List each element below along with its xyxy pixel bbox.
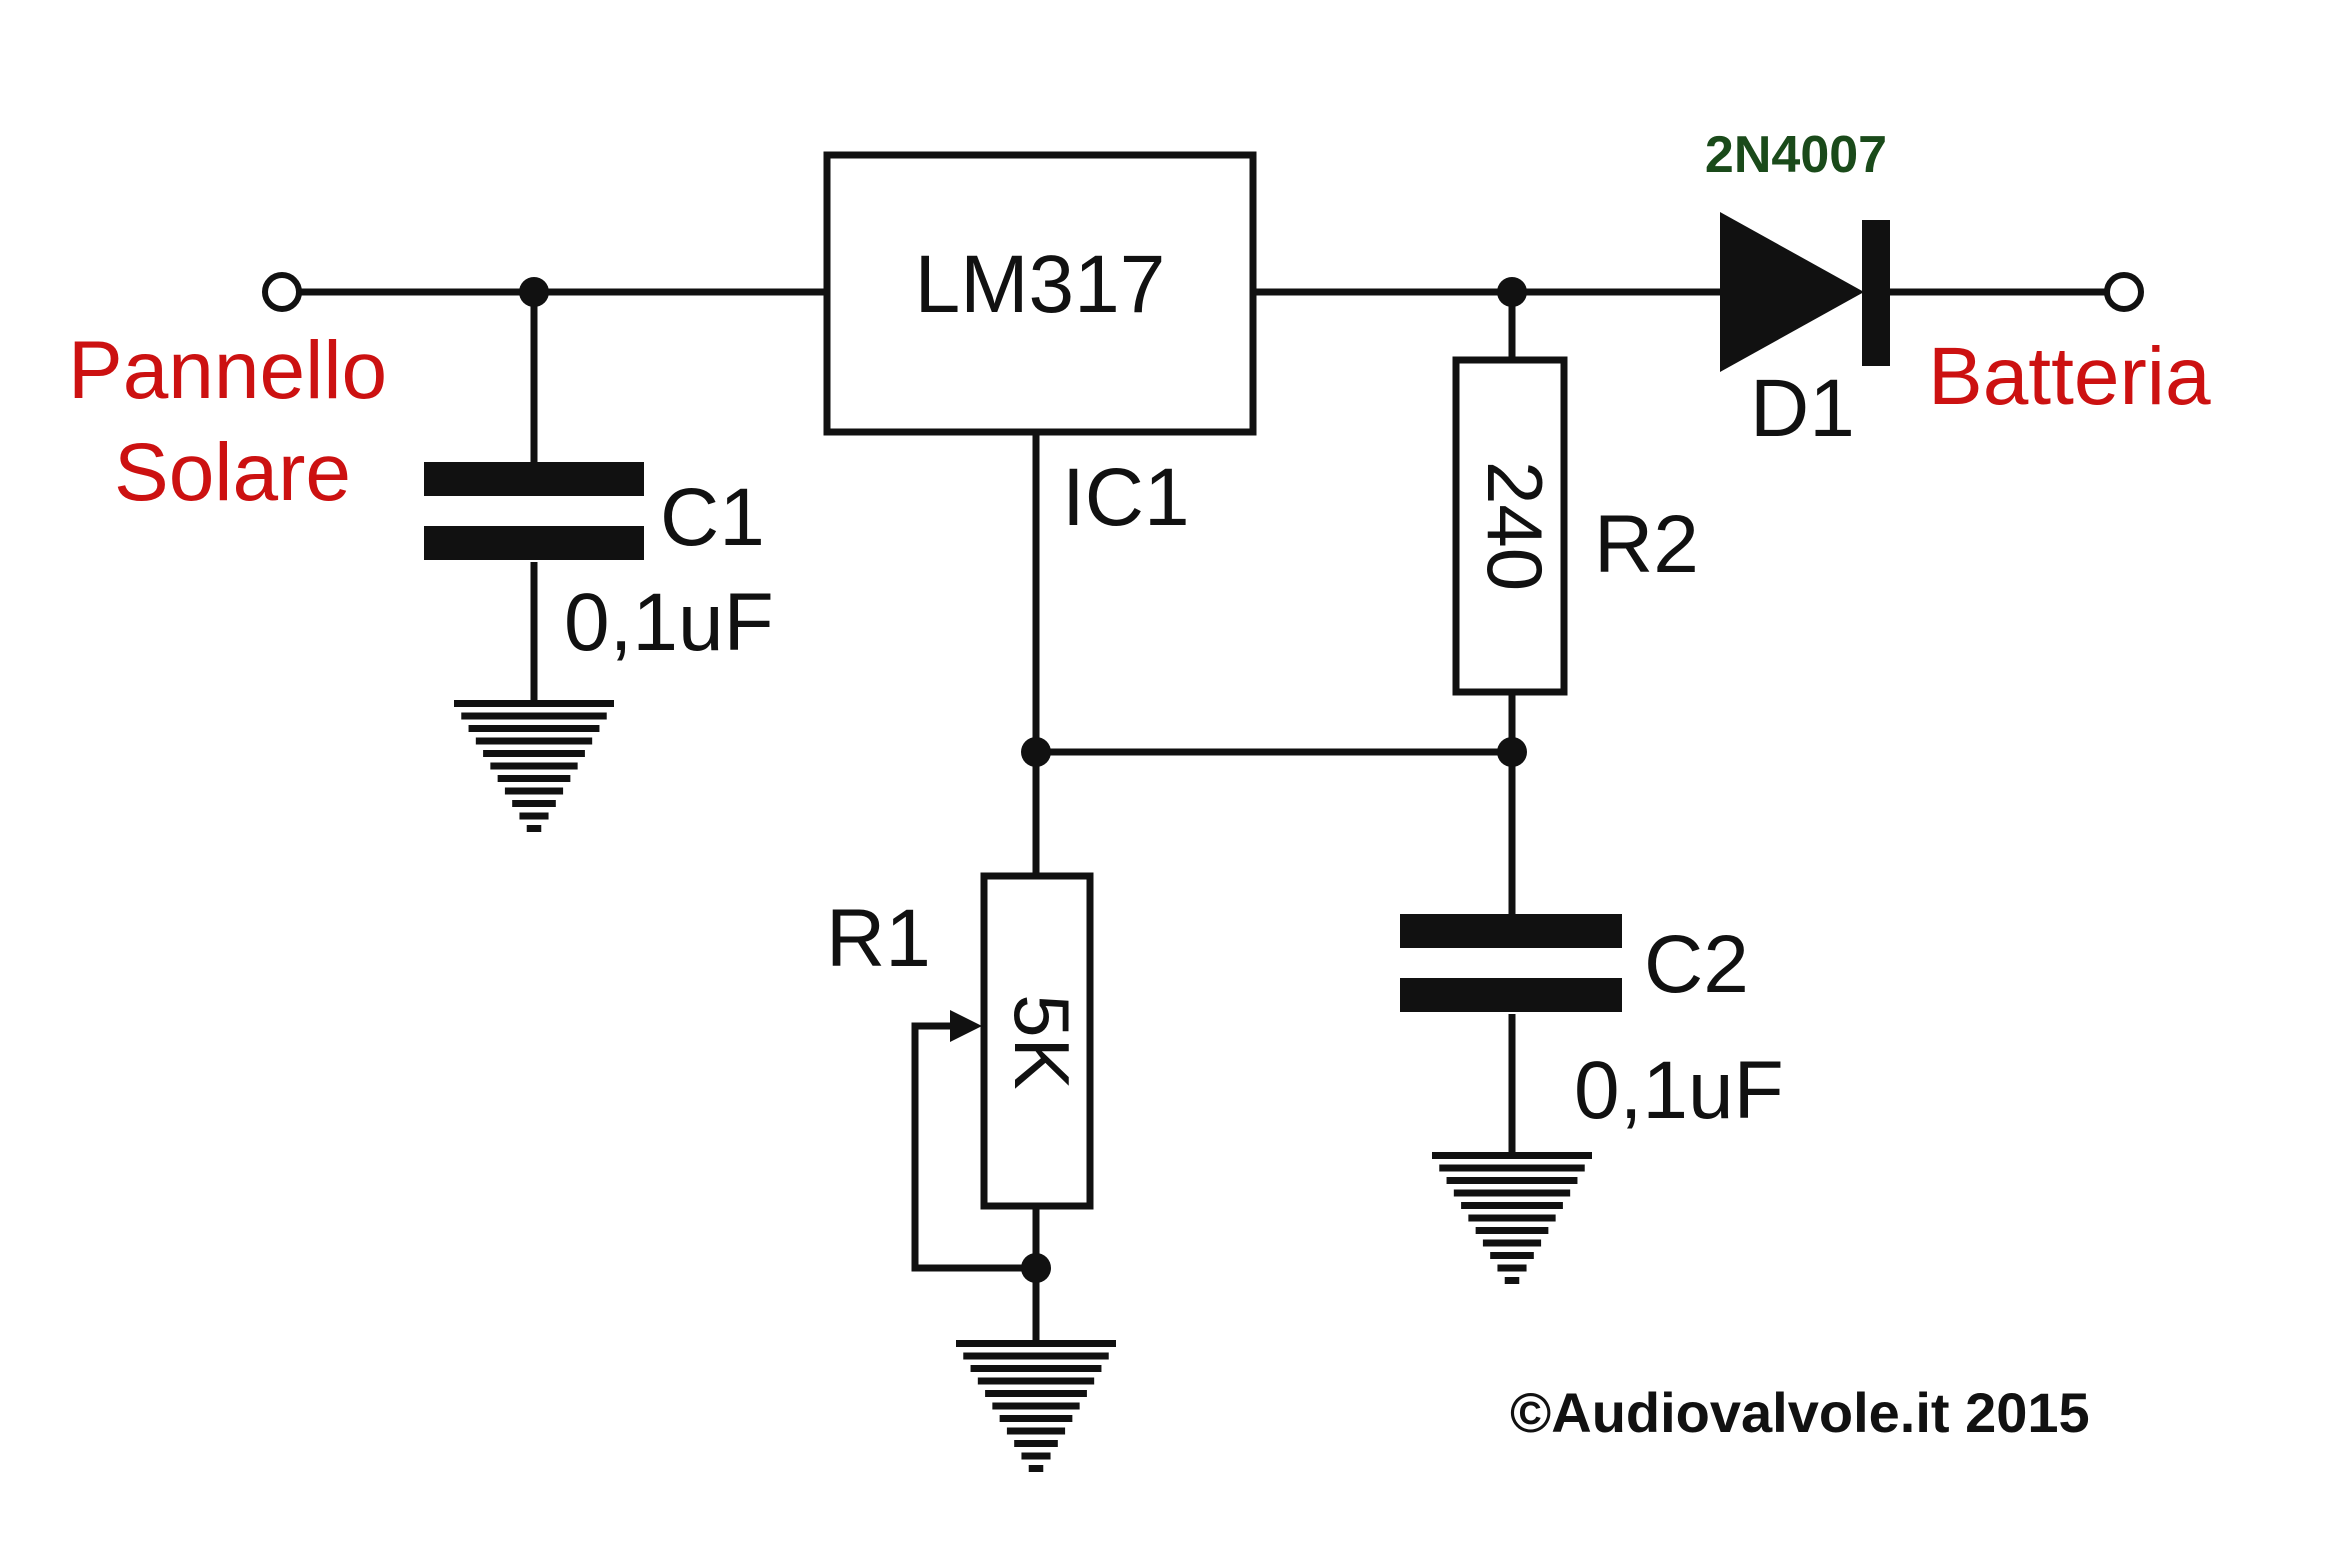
r2-ref-label: R2 — [1594, 499, 1699, 590]
ground-c1-bar — [468, 725, 600, 732]
ground-r1-bar — [1028, 1465, 1044, 1472]
ground-c1-bar — [504, 787, 564, 795]
ground-c2-bar — [1490, 1252, 1534, 1259]
ic1-ref-label: IC1 — [1062, 452, 1190, 543]
ground-c2-bar — [1446, 1177, 1578, 1184]
ground-c1-bar — [512, 800, 556, 807]
ground-c1-bar — [483, 750, 585, 757]
ground-c1-icon — [454, 700, 614, 832]
c2-value-label: 0,1uF — [1574, 1045, 1784, 1136]
r1-ref-label: R1 — [826, 893, 931, 984]
ground-c1-bar — [490, 762, 578, 770]
c1-ref-label: C1 — [660, 472, 765, 563]
ic1-body — [823, 151, 1257, 436]
junction-adj-right — [1497, 737, 1527, 767]
ic1-lm317: LM317 IC1 — [823, 151, 1257, 543]
c2-ref-label: C2 — [1644, 919, 1749, 1010]
ground-c1-bar — [497, 775, 571, 782]
junction-c1 — [519, 277, 549, 307]
ground-c2-bar — [1475, 1227, 1549, 1234]
r2-value-label: 240 — [1471, 461, 1559, 591]
wires — [300, 288, 2110, 1347]
ic1-value-label: LM317 — [915, 239, 1166, 330]
r1-value-label: 5K — [998, 994, 1086, 1089]
potentiometer-r1: 5K R1 — [826, 872, 1094, 1210]
junction-adj-left — [1021, 737, 1051, 767]
d1-cathode-bar — [1862, 220, 1890, 366]
d1-anode-triangle — [1720, 212, 1864, 372]
ground-r1-bar — [977, 1377, 1095, 1385]
ground-c2-bar — [1432, 1152, 1592, 1159]
ground-c2-bar — [1439, 1164, 1585, 1172]
grounds — [454, 700, 1592, 1472]
input-terminal — [262, 272, 302, 312]
copyright-text: ©Audiovalvole.it 2015 — [1510, 1381, 2090, 1444]
ground-c2-bar — [1497, 1264, 1527, 1272]
ground-c2-icon — [1432, 1152, 1592, 1284]
ground-r1-bar — [999, 1415, 1073, 1422]
ground-r1-bar — [956, 1340, 1116, 1347]
junction-r2-top — [1497, 277, 1527, 307]
junction-r1-bottom — [1021, 1253, 1051, 1283]
ground-c2-bar — [1482, 1239, 1542, 1247]
wire-r1-wiper — [911, 1022, 1036, 1272]
ground-c2-bar — [1453, 1189, 1571, 1197]
input-label-line2: Solare — [114, 427, 351, 518]
ground-r1-bar — [985, 1390, 1087, 1397]
ground-r1-bar — [992, 1402, 1080, 1410]
r2-body — [1452, 356, 1568, 696]
capacitor-c1: C1 0,1uF — [424, 462, 774, 668]
ground-c1-bar — [475, 737, 593, 745]
junctions — [519, 277, 1527, 1283]
c2-plate-top — [1400, 914, 1622, 948]
ground-r1-bar — [963, 1352, 1109, 1360]
ground-c2-bar — [1504, 1277, 1520, 1284]
ground-r1-bar — [1014, 1440, 1058, 1447]
d1-ref-label: D1 — [1750, 363, 1855, 454]
ground-c1-bar — [519, 812, 549, 820]
d1-part-label: 2N4007 — [1705, 126, 1887, 184]
ground-r1-bar — [1006, 1427, 1066, 1435]
ground-c2-bar — [1468, 1214, 1556, 1222]
ground-r1-icon — [956, 1340, 1116, 1472]
c1-plate-top — [424, 462, 644, 496]
ground-c1-bar — [526, 825, 542, 832]
ground-r1-bar — [1021, 1452, 1051, 1460]
capacitor-c2: C2 0,1uF — [1400, 914, 1784, 1136]
output-terminal — [2104, 272, 2144, 312]
ground-c1-bar — [454, 700, 614, 707]
ground-c1-bar — [461, 712, 607, 720]
output-label: Batteria — [1928, 331, 2211, 422]
resistor-r2: 240 R2 — [1452, 356, 1699, 696]
c1-plate-bottom — [424, 526, 644, 560]
c1-value-label: 0,1uF — [564, 577, 774, 668]
r1-body — [980, 872, 1094, 1210]
ground-c2-bar — [1461, 1202, 1563, 1209]
ground-r1-bar — [970, 1365, 1102, 1372]
r1-wiper-arrow — [950, 1010, 982, 1042]
diode-d1: 2N4007 D1 — [1705, 126, 1890, 454]
input-label-line1: Pannello — [68, 325, 387, 416]
c2-plate-bottom — [1400, 978, 1622, 1012]
